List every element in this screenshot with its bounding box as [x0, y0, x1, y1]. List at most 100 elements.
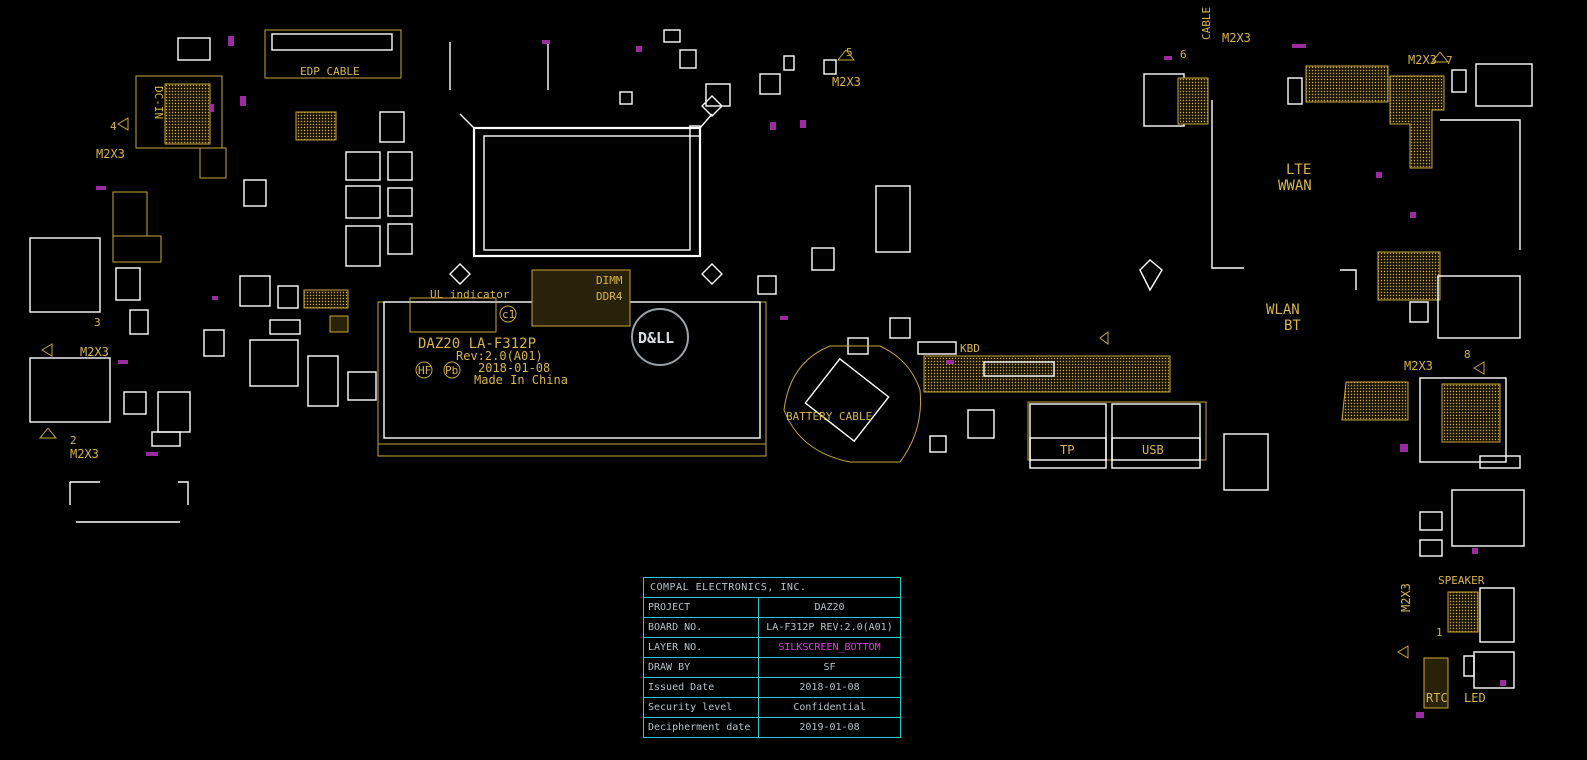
row-key: LAYER NO. [644, 638, 759, 657]
hole-number-5: 5 [846, 46, 853, 59]
kbd-label: KBD [960, 342, 980, 355]
dell-logo-text: D&LL [638, 329, 674, 347]
title-block: COMPAL ELECTRONICS, INC. PROJECT DAZ20 B… [643, 577, 901, 738]
component-box [157, 391, 191, 433]
assembly-markers [96, 36, 1506, 718]
led-label: LED [1464, 691, 1486, 705]
row-value: 2018-01-08 [799, 682, 860, 693]
cable-label: CABLE [1200, 7, 1213, 40]
m2x3-left-bottom-label: M2X3 [70, 447, 99, 461]
wlan-slot: WLAN BT [1266, 251, 1521, 339]
connector-small [115, 267, 141, 301]
hole-number-2: 2 [70, 434, 77, 447]
title-block-row: DRAW BY SF [644, 657, 900, 677]
row-value: LA-F312P REV:2.0(A01) [766, 622, 893, 633]
m2x3-right-bottom-label: M2X3 [1399, 583, 1413, 612]
row-key: PROJECT [644, 598, 759, 617]
board-rev-label: Rev:2.0(A01) [456, 349, 543, 363]
hole-number-3: 3 [94, 316, 101, 329]
usb-port-left [29, 237, 101, 313]
wlan-label: WLAN [1266, 302, 1300, 318]
title-block-row: BOARD NO. LA-F312P REV:2.0(A01) [644, 617, 900, 637]
row-value: Confidential [793, 702, 866, 713]
component-box [151, 431, 181, 447]
right-top-connectors [1143, 63, 1533, 169]
ul-indicator-label: UL indicator [430, 288, 510, 301]
audio-jack [29, 357, 111, 423]
row-key: DRAW BY [644, 658, 759, 677]
edp-connector: EDP CABLE [264, 29, 402, 79]
board-code-label: DAZ20 LA-F312P [418, 336, 536, 352]
rtc-label: RTC [1426, 691, 1448, 705]
component-outline [112, 191, 148, 237]
battery-label: BATTERY CABLE [786, 410, 872, 423]
title-block-row: Decipherment date 2019-01-08 [644, 717, 900, 737]
usb-port-right [1223, 433, 1269, 491]
row-value: SF [823, 662, 836, 673]
pb-free-label: Pb [445, 364, 458, 377]
row-value: SILKSCREEN_BOTTOM [778, 642, 881, 653]
bt-label: BT [1284, 318, 1301, 334]
speaker-label: SPEAKER [1438, 574, 1485, 587]
m2x3-left-top-label: M2X3 [96, 147, 125, 161]
wwan-slot: LTE WWAN [1139, 100, 1521, 292]
component-cluster [619, 29, 911, 355]
component-box [929, 435, 947, 453]
m2x3-left-mid-label: M2X3 [80, 345, 109, 359]
touchpad-connector: TP USB [1027, 401, 1207, 469]
hole-number-6: 6 [1180, 48, 1187, 61]
row-key: Security level [644, 698, 759, 717]
component-box [129, 309, 149, 335]
row-key: Issued Date [644, 678, 759, 697]
title-block-row: LAYER NO. SILKSCREEN_BOTTOM [644, 637, 900, 657]
title-block-row: Issued Date 2018-01-08 [644, 677, 900, 697]
hf-label: HF [418, 364, 431, 377]
ce-mark-label: c1 [502, 308, 515, 321]
hole-marker-icon [1430, 51, 1450, 63]
title-block-company-row: COMPAL ELECTRONICS, INC. [644, 578, 900, 597]
rtc-led-connectors: RTC LED [1423, 651, 1515, 709]
made-in-label: Made In China [474, 373, 568, 387]
hole-marker-icon [41, 343, 53, 357]
keyboard-connector: KBD [917, 331, 1171, 393]
hole-number-8: 8 [1464, 348, 1471, 361]
cpu-socket-outline [449, 42, 723, 285]
m2x3-right-top2-label: M2X3 [1408, 53, 1437, 67]
component-box [177, 37, 211, 61]
wwan-label: WWAN [1278, 178, 1312, 194]
company-name: COMPAL ELECTRONICS, INC. [650, 582, 807, 593]
diamond-marker-icon [449, 263, 471, 285]
hole-marker-icon [1473, 361, 1485, 375]
hf-mark-icon [415, 361, 433, 379]
edp-cable-label: EDP CABLE [300, 65, 360, 78]
title-block-row: Security level Confidential [644, 697, 900, 717]
m2x3-top-center-label: M2X3 [832, 75, 861, 89]
pb-free-mark-icon [443, 361, 461, 379]
hole-marker-icon [117, 117, 129, 131]
ddr4-label: DDR4 [596, 290, 623, 303]
board-date-label: 2018-01-08 [478, 361, 550, 375]
hole-number-4: 4 [110, 120, 117, 133]
component-outline [112, 235, 162, 263]
right-mid-components [1341, 377, 1525, 557]
hole-number-7: 7 [1446, 54, 1453, 67]
component-box [123, 391, 147, 415]
m2x3-right-mid-label: M2X3 [1404, 359, 1433, 373]
m2x3-right-top-label: M2X3 [1222, 31, 1251, 45]
lte-label: LTE [1286, 162, 1311, 178]
component-cluster [203, 111, 413, 407]
dc-in-label: DC-IN [152, 86, 165, 119]
dc-in-connector: DC-IN [135, 75, 227, 179]
row-key: BOARD NO. [644, 618, 759, 637]
dell-logo: D&LL [631, 308, 689, 366]
hole-marker-icon [1397, 645, 1409, 659]
row-key: Decipherment date [644, 718, 759, 737]
title-block-row: PROJECT DAZ20 [644, 597, 900, 617]
sim-tray-outline [69, 481, 189, 523]
hole-marker-icon [38, 427, 58, 439]
row-value: DAZ20 [814, 602, 845, 613]
hole-number-1: 1 [1436, 626, 1443, 639]
dimm-slot: DIMM DDR4 UL indicator c1 DAZ20 LA-F312P… [377, 269, 767, 457]
speaker-connector: SPEAKER [1438, 574, 1515, 643]
